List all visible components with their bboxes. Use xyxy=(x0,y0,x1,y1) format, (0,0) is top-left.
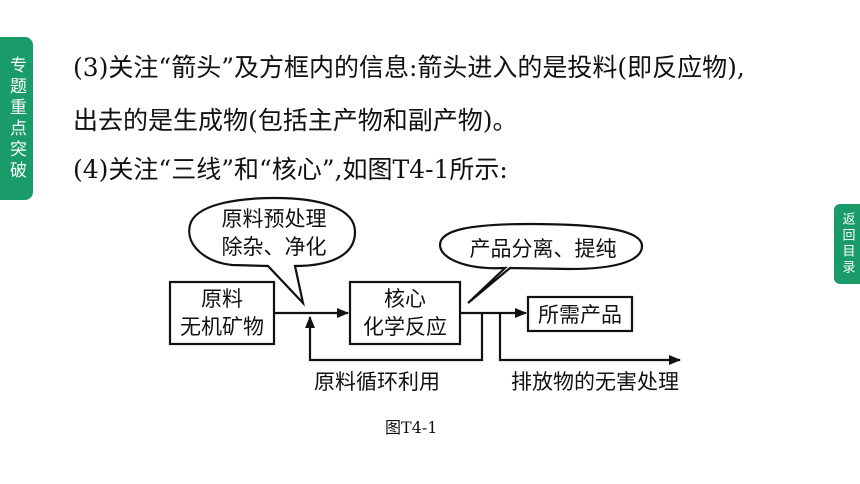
core-reaction-box: 核心 化学反应 xyxy=(348,280,462,346)
raw-material-box: 原料 无机矿物 xyxy=(168,280,276,346)
figure-caption: 图T4-1 xyxy=(385,418,438,437)
back-to-contents-label: 返回目录 xyxy=(839,212,855,276)
purification-label: 除杂、净化 xyxy=(222,235,327,259)
chemical-reaction-label: 化学反应 xyxy=(363,315,447,339)
section-tab[interactable]: 专题重点突破 xyxy=(0,37,33,200)
pretreatment-bubble: 原料预处理 除杂、净化 xyxy=(188,196,357,307)
paragraph-products: 出去的是生成物(包括主产物和副产物)。 xyxy=(73,106,518,135)
raw-material-label: 原料 xyxy=(201,287,243,311)
inorganic-mineral-label: 无机矿物 xyxy=(180,315,264,339)
recycle-label: 原料循环利用 xyxy=(314,370,440,394)
separation-label: 产品分离、提纯 xyxy=(470,237,617,261)
product-box: 所需产品 xyxy=(526,295,634,333)
product-label: 所需产品 xyxy=(538,303,622,327)
emission-arrow xyxy=(498,313,681,365)
recycle-arrow xyxy=(305,313,484,362)
paragraph-arrow-info: (3)关注“箭头”及方框内的信息:箭头进入的是投料(即反应物), xyxy=(73,53,745,82)
paragraph-three-lines: (4)关注“三线”和“核心”,如图T4-1所示: xyxy=(73,155,508,184)
back-to-contents-button[interactable]: 返回目录 xyxy=(834,204,860,284)
pretreatment-label: 原料预处理 xyxy=(222,207,327,231)
emission-label: 排放物的无害处理 xyxy=(511,370,679,394)
section-tab-label: 专题重点突破 xyxy=(6,55,26,182)
core-label: 核心 xyxy=(384,287,426,311)
separation-bubble: 产品分离、提纯 xyxy=(438,222,644,304)
